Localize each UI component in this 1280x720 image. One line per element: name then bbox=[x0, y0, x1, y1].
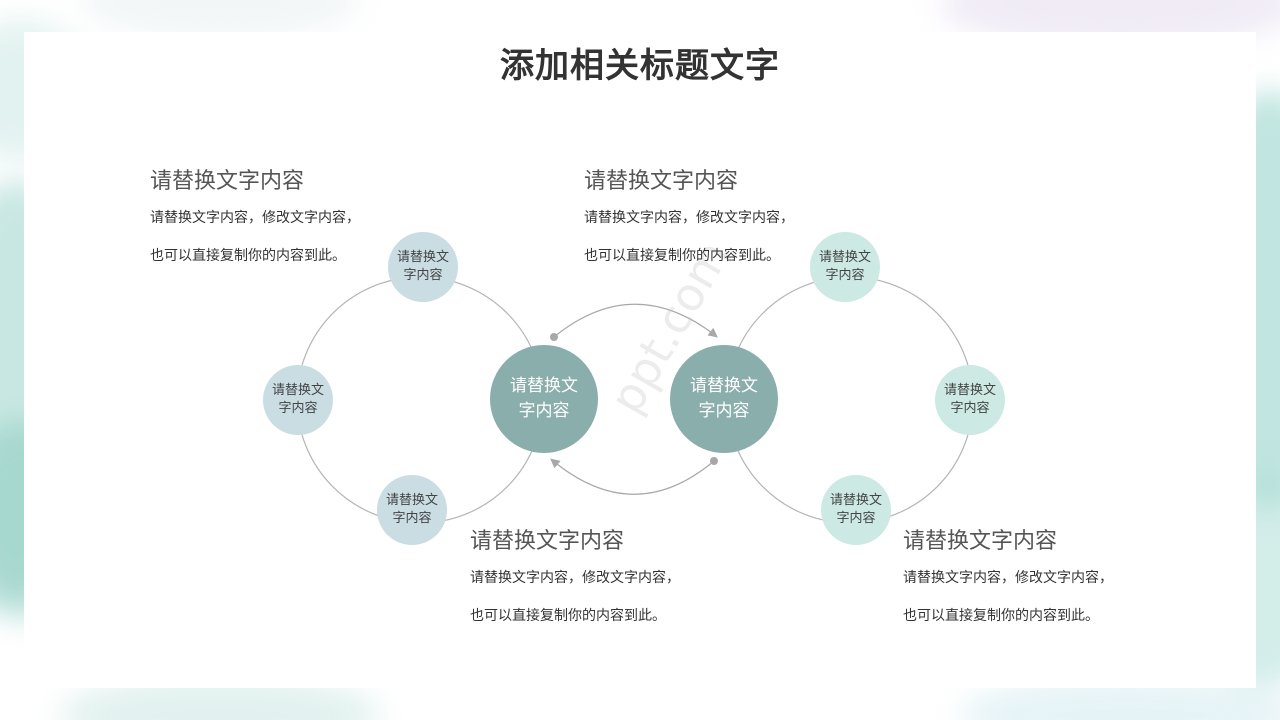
left-node-bottom: 请替换文字内容 bbox=[377, 475, 447, 545]
center-node-left: 请替换文字内容 bbox=[490, 345, 598, 453]
bottom-connector-arrow bbox=[550, 458, 715, 495]
text-block-bottom-right: 请替换文字内容 请替换文字内容，修改文字内容， 也可以直接复制你的内容到此。 bbox=[903, 523, 1203, 626]
top-connector-arrow bbox=[553, 303, 718, 338]
left-node-left: 请替换文字内容 bbox=[263, 365, 333, 435]
bottom-connector-start-dot bbox=[710, 457, 718, 465]
text-block-line: 也可以直接复制你的内容到此。 bbox=[584, 248, 780, 264]
text-block-heading: 请替换文字内容 bbox=[150, 169, 305, 194]
center-node-right: 请替换文字内容 bbox=[670, 345, 778, 453]
right-node-right: 请替换文字内容 bbox=[935, 365, 1005, 435]
text-block-bottom-center: 请替换文字内容 请替换文字内容，修改文字内容， 也可以直接复制你的内容到此。 bbox=[470, 523, 770, 626]
text-block-line: 请替换文字内容，修改文字内容， bbox=[150, 210, 360, 226]
text-block-line: 也可以直接复制你的内容到此。 bbox=[150, 248, 346, 264]
text-block-line: 请替换文字内容，修改文字内容， bbox=[584, 210, 794, 226]
top-connector-start-dot bbox=[550, 333, 558, 341]
text-block-line: 也可以直接复制你的内容到此。 bbox=[903, 608, 1099, 624]
right-node-bottom: 请替换文字内容 bbox=[821, 475, 891, 545]
content-card bbox=[24, 32, 1256, 688]
right-node-top: 请替换文字内容 bbox=[810, 232, 880, 302]
page-title: 添加相关标题文字 bbox=[500, 46, 780, 86]
text-block-heading: 请替换文字内容 bbox=[470, 529, 625, 554]
text-block-top-left: 请替换文字内容 请替换文字内容，修改文字内容， 也可以直接复制你的内容到此。 bbox=[150, 163, 450, 266]
text-block-heading: 请替换文字内容 bbox=[584, 169, 739, 194]
text-block-top-center: 请替换文字内容 请替换文字内容，修改文字内容， 也可以直接复制你的内容到此。 bbox=[584, 163, 884, 266]
text-block-heading: 请替换文字内容 bbox=[903, 529, 1058, 554]
left-node-top: 请替换文字内容 bbox=[388, 232, 458, 302]
text-block-line: 请替换文字内容，修改文字内容， bbox=[470, 570, 680, 586]
text-block-line: 也可以直接复制你的内容到此。 bbox=[470, 608, 666, 624]
text-block-line: 请替换文字内容，修改文字内容， bbox=[903, 570, 1113, 586]
